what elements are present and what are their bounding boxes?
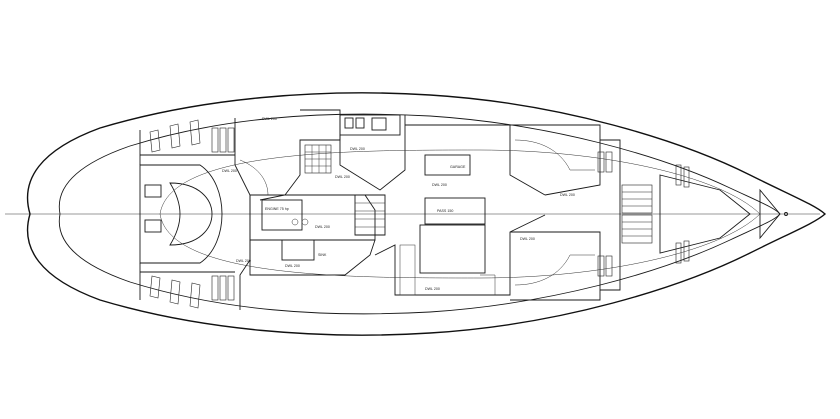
label-12: SINK bbox=[318, 253, 327, 257]
stern-locker-2 bbox=[144, 219, 162, 233]
fwd-berth-upper bbox=[514, 139, 595, 171]
label-3: DWL 200 bbox=[350, 147, 365, 151]
label-14: DWL 200 bbox=[335, 175, 350, 179]
label-8: GARAGE bbox=[450, 165, 466, 169]
label-4: DWL 200 bbox=[432, 183, 447, 187]
fwd-grates bbox=[621, 184, 653, 244]
saloon-upper-wall bbox=[405, 124, 546, 196]
label-2: DWL 200 bbox=[262, 117, 277, 121]
fwd-v-berth bbox=[659, 174, 751, 254]
label-7: DWL 200 bbox=[520, 237, 535, 241]
label-5: DWL 200 bbox=[560, 193, 575, 197]
saloon-lower-wall bbox=[374, 214, 546, 296]
fwd-berth-lower bbox=[514, 254, 595, 286]
plan-labels: DWL 200 DWL 200 DWL 200 DWL 200 DWL 200 … bbox=[222, 117, 575, 291]
frames-lower bbox=[149, 275, 235, 309]
fwd-cabin-lower bbox=[510, 231, 601, 301]
nav-wall bbox=[339, 115, 406, 191]
stove-burner-1 bbox=[291, 218, 299, 226]
label-10: DWL 200 bbox=[315, 225, 330, 229]
saloon-table bbox=[424, 197, 486, 225]
saloon-sofa bbox=[419, 224, 486, 274]
cockpit-seat bbox=[139, 164, 223, 264]
head-aft-wall bbox=[259, 109, 341, 201]
label-6: DWL 200 bbox=[425, 287, 440, 291]
label-1: DWL 200 bbox=[222, 169, 237, 173]
saloon-sofa-back bbox=[399, 244, 416, 296]
aft-cabin-arc bbox=[239, 159, 269, 196]
saloon-table-top bbox=[424, 154, 471, 176]
label-9: ENGINE 75 hp bbox=[265, 207, 289, 211]
sink bbox=[281, 239, 315, 261]
shower-grate-lines bbox=[305, 145, 331, 173]
fwd-cabin-upper bbox=[510, 124, 601, 196]
label-11: DWL 200 bbox=[285, 264, 300, 268]
nav-station bbox=[339, 114, 401, 136]
frames-upper bbox=[149, 119, 235, 153]
label-13: PASS 150 bbox=[437, 209, 453, 213]
waterline bbox=[159, 149, 761, 279]
forestay-point bbox=[784, 212, 788, 216]
saloon-arc bbox=[480, 274, 496, 295]
galley-counter bbox=[249, 194, 376, 241]
hull-outline bbox=[26, 92, 827, 336]
stern-locker-1 bbox=[144, 184, 162, 198]
step-lines bbox=[355, 202, 385, 228]
fwd-bulkhead bbox=[600, 139, 621, 291]
galley-lower bbox=[249, 239, 376, 276]
stove-burner-2 bbox=[301, 218, 309, 226]
cockpit-well bbox=[169, 182, 213, 246]
companionway-steps bbox=[354, 194, 386, 236]
label-0: DWL 200 bbox=[236, 259, 251, 263]
stove bbox=[261, 199, 303, 231]
